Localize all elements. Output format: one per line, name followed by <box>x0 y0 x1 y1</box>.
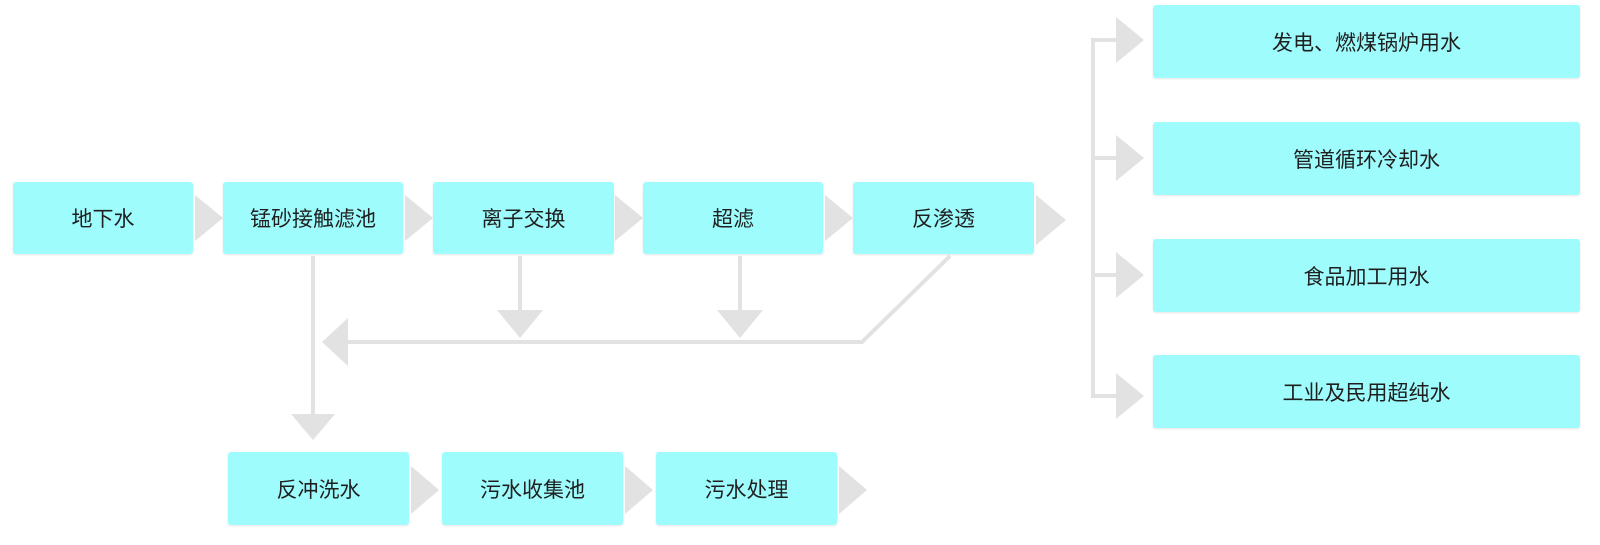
output-food-processing-water: 食品加工用水 <box>1153 239 1580 312</box>
node-label: 污水处理 <box>704 477 789 502</box>
node-manganese-sand-filter: 锰砂接触滤池 <box>223 182 403 254</box>
arrowhead-output-cooling <box>1116 135 1144 181</box>
node-label: 反渗透 <box>912 207 975 231</box>
node-ion-exchange: 离子交换 <box>433 182 614 254</box>
arrow-groundwater-to-manganese <box>195 195 223 241</box>
arrowhead-output-power <box>1116 17 1144 63</box>
output-power-boiler-water: 发电、燃煤锅炉用水 <box>1153 5 1580 78</box>
arrowhead-collector-left <box>322 318 348 366</box>
node-label: 反冲洗水 <box>276 477 361 502</box>
node-ultrafiltration: 超滤 <box>643 182 823 254</box>
arrowhead-to-backwash <box>291 414 335 440</box>
arrow-ion-to-ultra <box>615 195 643 241</box>
node-label: 超滤 <box>712 207 754 231</box>
node-label: 锰砂接触滤池 <box>250 207 376 231</box>
output-label: 工业及民用超纯水 <box>1282 380 1451 405</box>
node-backwash-water: 反冲洗水 <box>228 452 409 525</box>
arrowhead-ion-down <box>497 310 543 338</box>
node-label: 离子交换 <box>481 207 566 231</box>
output-ultrapure-water: 工业及民用超纯水 <box>1153 355 1580 428</box>
node-groundwater: 地下水 <box>13 182 193 254</box>
arrow-pool-to-treat <box>625 466 653 514</box>
arrow-ro-out <box>1036 195 1066 245</box>
output-label: 管道循环冷却水 <box>1293 147 1440 172</box>
node-label: 污水收集池 <box>480 477 585 502</box>
output-circulating-cooling-water: 管道循环冷却水 <box>1153 122 1580 195</box>
arrowhead-output-food <box>1116 252 1144 298</box>
output-label: 发电、燃煤锅炉用水 <box>1272 30 1461 55</box>
line-branch-vertical <box>1091 38 1118 398</box>
node-sewage-treatment: 污水处理 <box>656 452 837 525</box>
output-label: 食品加工用水 <box>1303 264 1430 289</box>
arrow-ultra-to-ro <box>825 195 853 241</box>
arrow-manganese-to-ion <box>405 195 433 241</box>
arrow-backwash-to-pool <box>411 466 439 514</box>
line-collector <box>345 254 952 344</box>
node-reverse-osmosis: 反渗透 <box>853 182 1034 254</box>
node-sewage-collection-pool: 污水收集池 <box>442 452 623 525</box>
arrowhead-ultra-down <box>717 310 763 338</box>
arrowhead-output-ultrapure <box>1116 373 1144 419</box>
arrow-treat-out <box>839 466 867 514</box>
node-label: 地下水 <box>71 207 135 231</box>
